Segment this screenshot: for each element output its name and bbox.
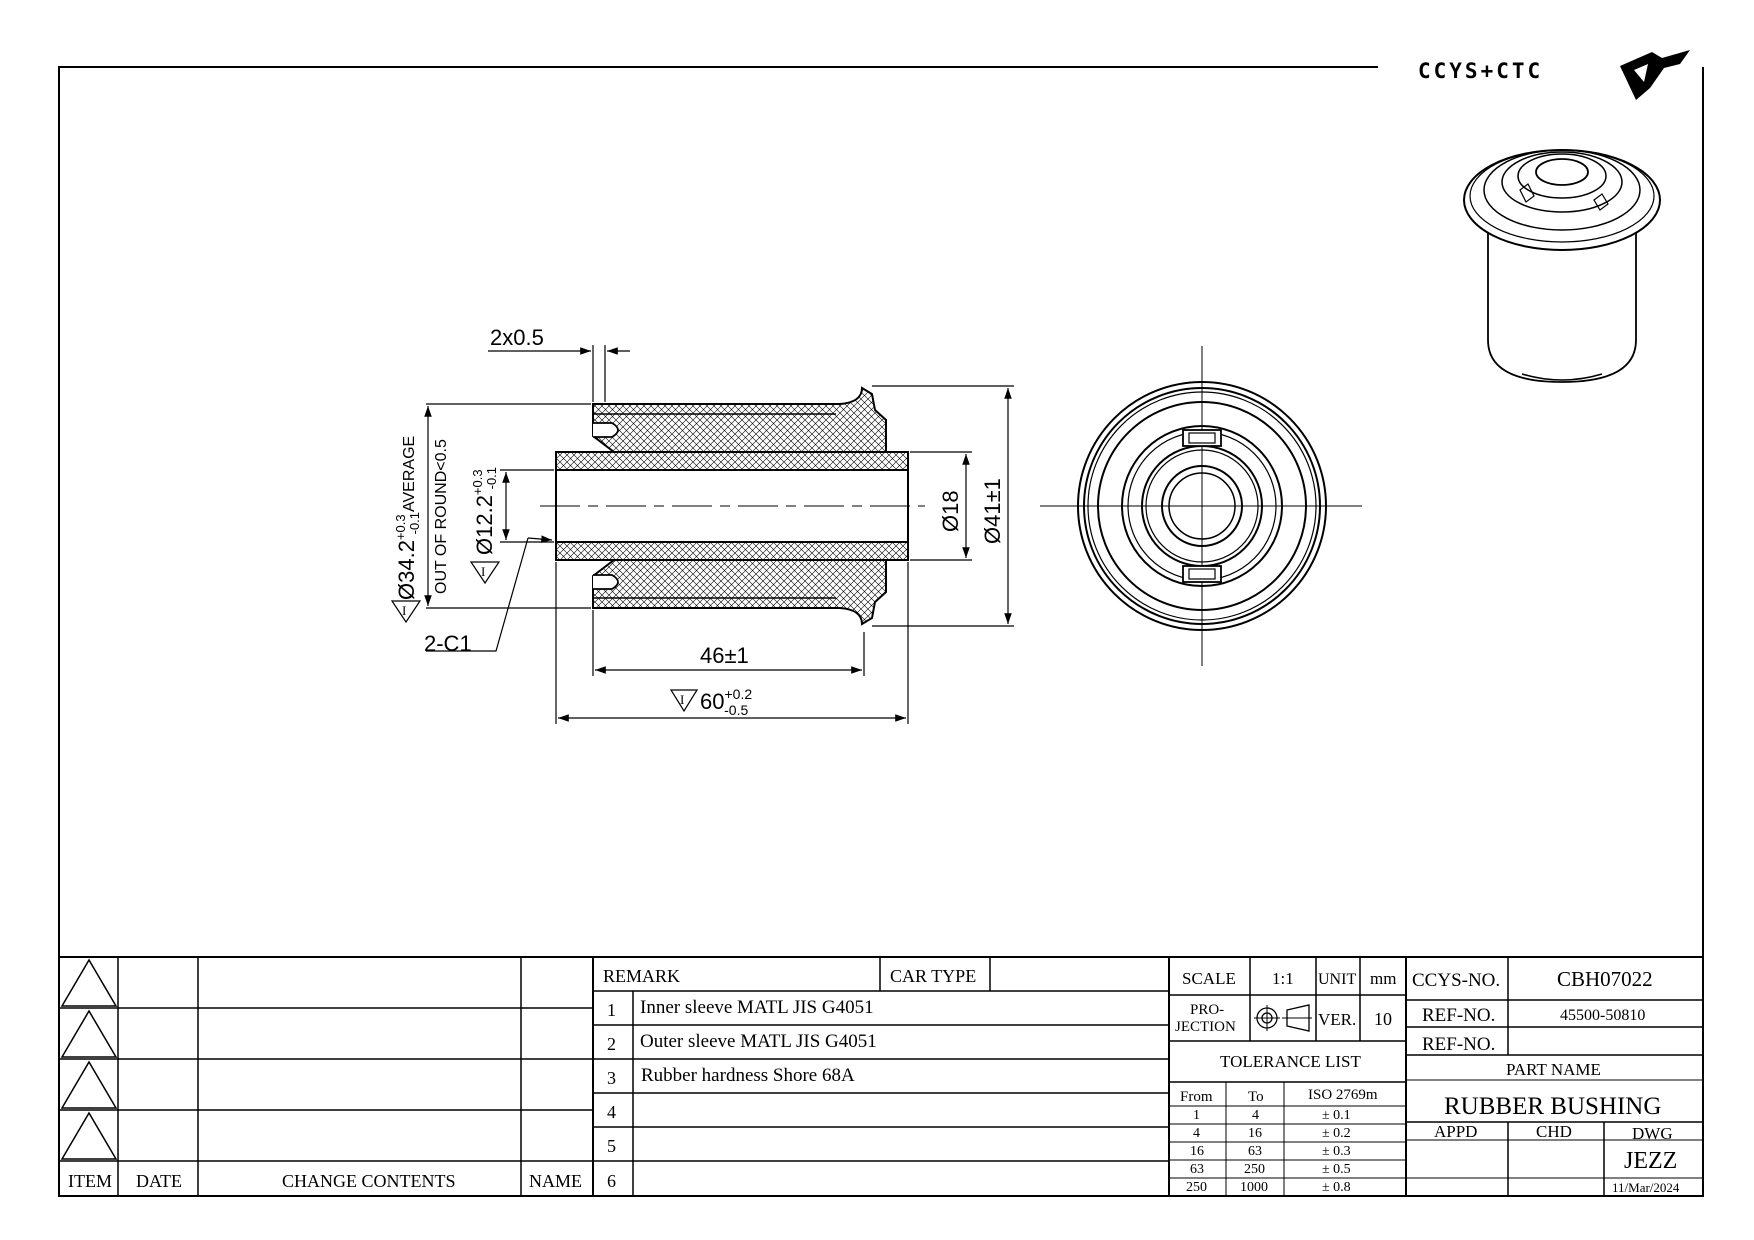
inner-diameter-dimension: Ø12.2+0.3-0.1	[470, 467, 499, 555]
tol-row-5-tol: ± 0.8	[1322, 1180, 1351, 1195]
unit-value: mm	[1370, 969, 1396, 988]
tolerance-from-header: From	[1180, 1089, 1213, 1105]
ref-no-value-1: 45500-50810	[1560, 1007, 1645, 1024]
section-dimensions	[390, 345, 1014, 724]
section-view	[540, 386, 925, 626]
scale-value: 1:1	[1272, 969, 1294, 988]
remark-no-5: 5	[607, 1136, 616, 1156]
dwg-label: DWG	[1632, 1124, 1673, 1143]
ccys-no-label: CCYS-NO.	[1412, 970, 1500, 991]
ref-no-label-1: REF-NO.	[1422, 1005, 1495, 1026]
tol-row-4-to: 250	[1244, 1162, 1265, 1177]
groove-dimension: 2x0.5	[490, 325, 544, 350]
car-type-label: CAR TYPE	[890, 966, 976, 986]
dwg-value: JEZZ	[1624, 1148, 1677, 1174]
tol-row-1-tol: ± 0.1	[1322, 1108, 1351, 1123]
remark-text-1: Inner sleeve MATL JIS G4051	[640, 997, 874, 1018]
tolerance-iso-header: ISO 2769m	[1308, 1087, 1378, 1103]
part-name-label: PART NAME	[1506, 1060, 1601, 1079]
remark-no-2: 2	[607, 1034, 616, 1054]
inner-sleeve-bottom	[555, 541, 909, 561]
remark-text-3: Rubber hardness Shore 68A	[641, 1065, 855, 1086]
part-name-value: RUBBER BUSHING	[1444, 1093, 1661, 1120]
tol-row-1-to: 4	[1252, 1108, 1259, 1123]
remark-no-4: 4	[607, 1102, 616, 1122]
sheet-border	[58, 66, 1704, 1197]
date-header: DATE	[136, 1171, 182, 1191]
tol-row-3-tol: ± 0.3	[1322, 1144, 1351, 1159]
remark-no-6: 6	[607, 1171, 616, 1191]
tol-row-5-from: 250	[1186, 1180, 1207, 1195]
ver-value: 10	[1374, 1009, 1392, 1029]
title-block-grid	[59, 956, 1703, 1196]
dia-18-dimension: Ø18	[938, 490, 963, 532]
out-of-round-note: OUT OF ROUND<0.5	[433, 439, 450, 594]
rubber-hatch-top	[592, 386, 887, 453]
end-view	[1040, 346, 1362, 666]
logo-mark-icon	[1620, 50, 1690, 100]
change-contents-header: CHANGE CONTENTS	[282, 1171, 456, 1191]
section-dimension-text: 2x0.5 Ø34.2+0.3-0.1AVERAGE OUT OF ROUND<…	[393, 325, 1005, 718]
tol-row-3-from: 16	[1190, 1144, 1204, 1159]
projection-label-1: PRO-	[1190, 1002, 1224, 1018]
ver-label: VER.	[1318, 1010, 1356, 1029]
tol-row-2-tol: ± 0.2	[1322, 1126, 1351, 1141]
remark-label: REMARK	[603, 966, 680, 986]
chd-label: CHD	[1536, 1122, 1572, 1141]
projection-label-2: JECTION	[1175, 1019, 1236, 1035]
rubber-hatch-bottom	[592, 559, 887, 626]
tolerance-title: TOLERANCE LIST	[1220, 1052, 1361, 1071]
dia-41-dimension: Ø41±1	[980, 478, 1005, 544]
ref-no-label-2: REF-NO.	[1422, 1034, 1495, 1055]
inner-length-dimension: 60+0.2-0.5	[700, 686, 752, 718]
ccys-no-value: CBH07022	[1557, 967, 1653, 991]
item-header: ITEM	[68, 1171, 112, 1191]
tol-row-1-from: 1	[1193, 1108, 1200, 1123]
tol-row-2-from: 4	[1193, 1126, 1200, 1141]
outer-length-dimension: 46±1	[700, 643, 749, 668]
datum-mark-2: I	[481, 564, 485, 579]
scale-label: SCALE	[1182, 969, 1236, 988]
appd-label: APPD	[1434, 1122, 1477, 1141]
tol-row-3-to: 63	[1248, 1144, 1262, 1159]
remark-text-2: Outer sleeve MATL JIS G4051	[640, 1031, 877, 1052]
unit-label: UNIT	[1318, 971, 1356, 988]
logo-text: CCYS+CTC	[1418, 59, 1543, 83]
outer-diameter-dimension: Ø34.2+0.3-0.1AVERAGE	[393, 436, 422, 600]
remark-no-3: 3	[607, 1068, 616, 1088]
tol-row-5-to: 1000	[1240, 1180, 1268, 1195]
name-header: NAME	[529, 1171, 582, 1191]
chamfer-dimension: 2-C1	[424, 631, 472, 656]
title-block-text: ITEM DATE CHANGE CONTENTS NAME REMARK CA…	[68, 966, 1680, 1195]
datum-mark-3: I	[680, 692, 684, 707]
tol-row-2-to: 16	[1248, 1126, 1262, 1141]
remark-no-1: 1	[607, 1000, 616, 1020]
tolerance-to-header: To	[1248, 1089, 1264, 1105]
company-logo: CCYS+CTC	[1418, 50, 1690, 100]
drawing-date: 11/Mar/2024	[1612, 1180, 1680, 1195]
isometric-view	[1463, 149, 1661, 383]
datum-mark-1: I	[402, 603, 406, 618]
inner-sleeve-top	[555, 451, 909, 471]
tol-row-4-tol: ± 0.5	[1322, 1162, 1351, 1177]
tol-row-4-from: 63	[1190, 1162, 1204, 1177]
